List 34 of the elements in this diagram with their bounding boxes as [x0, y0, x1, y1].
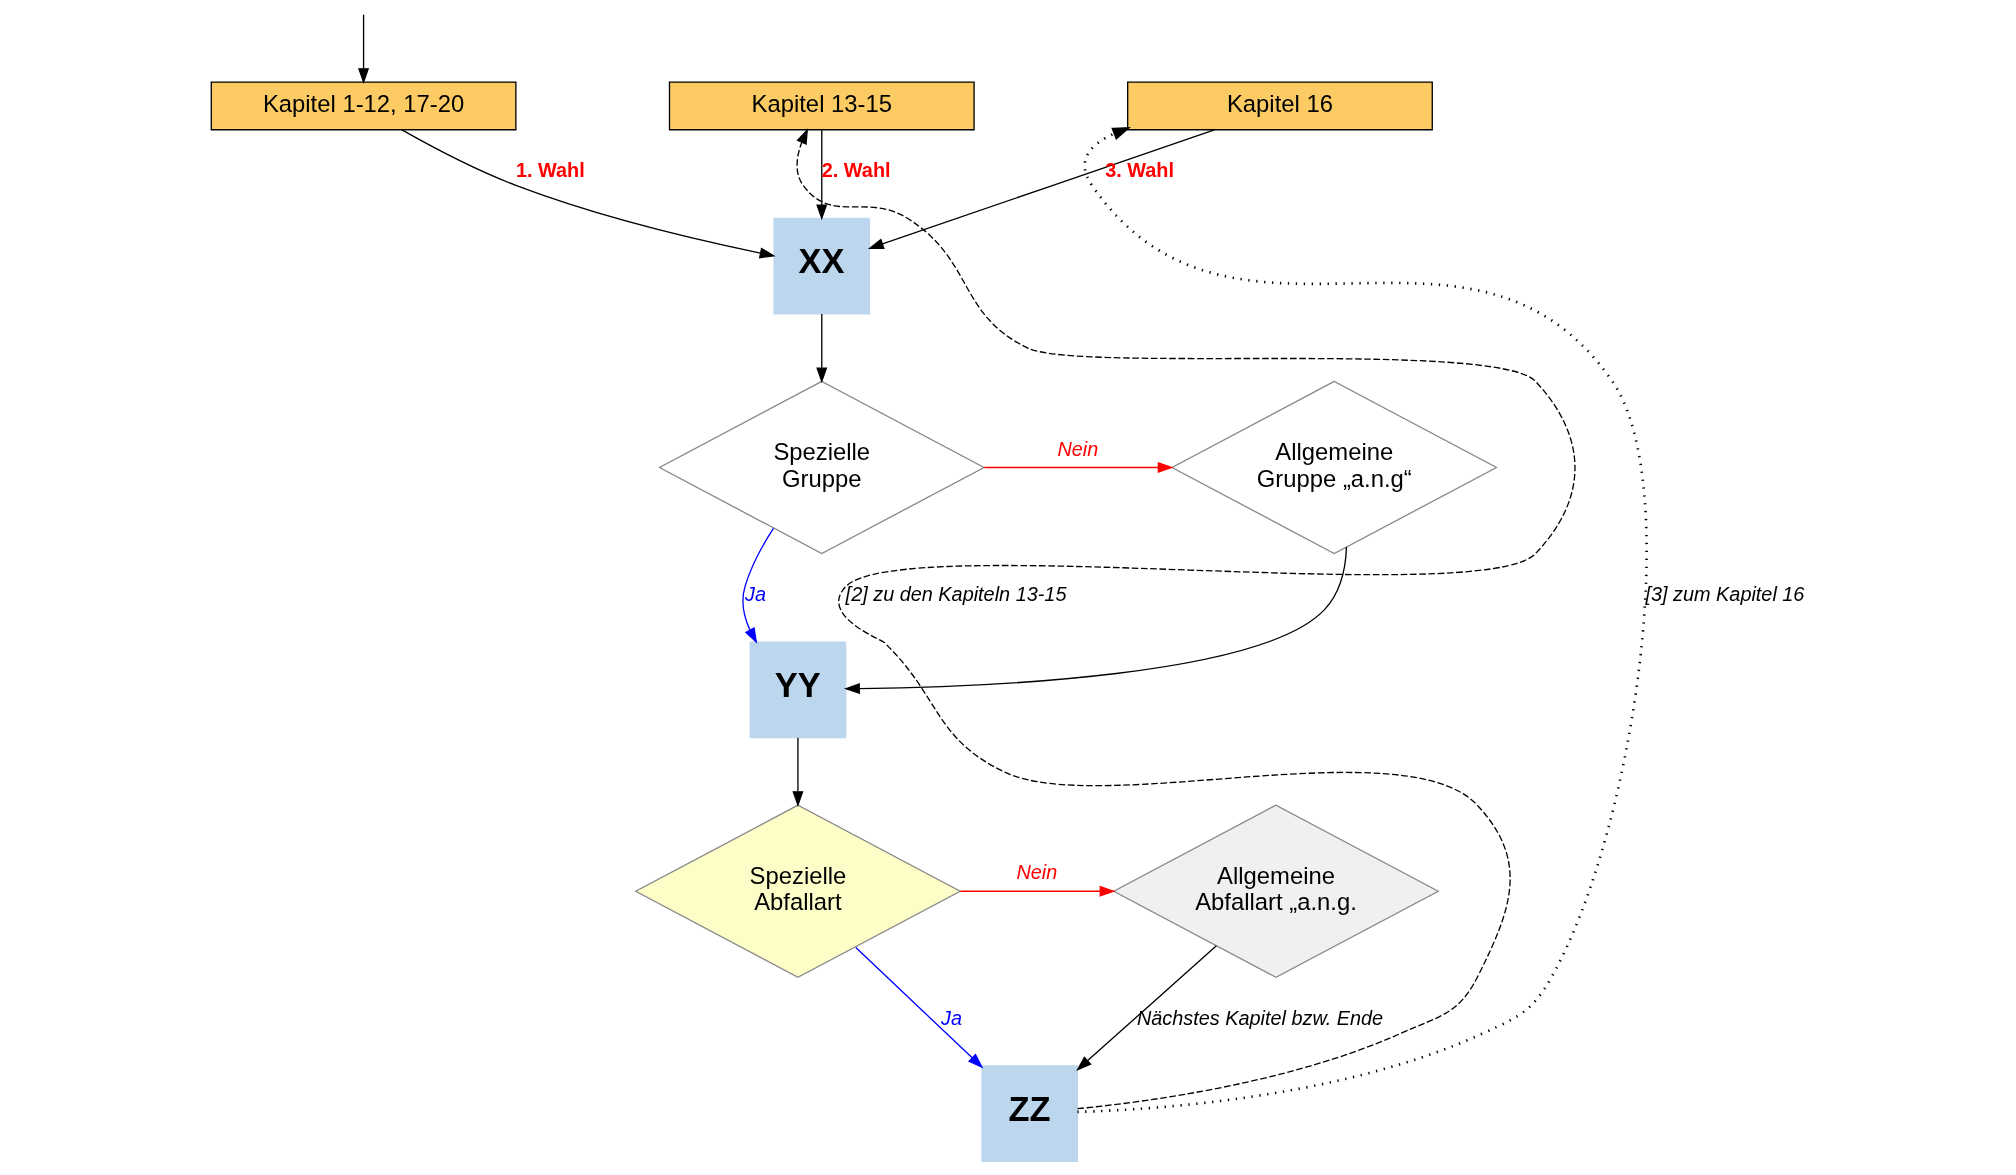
node-box: Kapitel 16 [1126, 81, 1433, 131]
edge-label: Ja [744, 583, 766, 606]
arrow [983, 461, 1174, 474]
arrow [815, 129, 827, 221]
arrow [854, 946, 983, 1069]
node-box: Kapitel 13-15 [668, 81, 975, 131]
arrow [795, 128, 1576, 1110]
edge-label: Ja [940, 1006, 962, 1029]
edge-label: 3. Wahl [1104, 159, 1174, 182]
node-box: Kapitel 1-12, 17-20 [210, 81, 517, 131]
arrow [843, 546, 1347, 695]
edge-label: 1. Wahl [515, 159, 585, 182]
edge-label: Nein [1057, 437, 1098, 460]
arrow [867, 129, 1215, 250]
node-diamond: Spezielle Gruppe [657, 380, 985, 555]
edge-label: Nein [1015, 861, 1057, 884]
node-diamond: Spezielle Abfallart [633, 804, 962, 979]
node-diamond: Allgemeine Abfallart „a.n.g. [1111, 804, 1440, 979]
node-box: XX [772, 217, 870, 315]
node-diamond: Allgemeine Gruppe „a.n.g“ [1170, 380, 1498, 555]
arrow [400, 129, 776, 259]
edge-label: [3] zum Kapitel 16 [1644, 583, 1804, 606]
arrow [357, 14, 369, 85]
node-box: YY [749, 641, 846, 739]
arrow [959, 885, 1116, 897]
edge-label: Nächstes Kapitel bzw. Ende [1136, 1006, 1383, 1029]
arrow [1075, 945, 1217, 1071]
edge-label: [2] zu den Kapiteln 13-15 [845, 583, 1066, 606]
node-box: ZZ [980, 1065, 1078, 1163]
edge-label: 2. Wahl [821, 159, 891, 182]
arrow [791, 737, 803, 808]
arrow [741, 527, 774, 644]
arrow [1076, 127, 1648, 1114]
arrow [815, 313, 827, 384]
